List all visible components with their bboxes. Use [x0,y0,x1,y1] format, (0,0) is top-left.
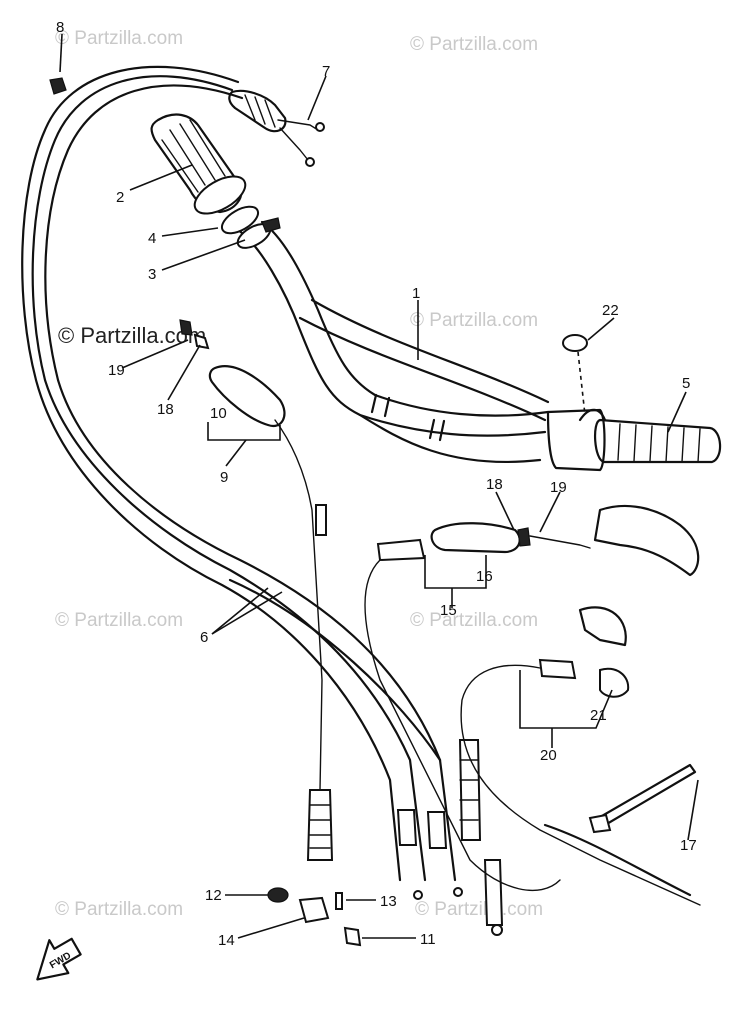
watermark: © Partzilla.com [55,28,183,49]
cable-ends [306,739,504,936]
callout-labels: 1 2 3 4 5 6 7 8 9 10 11 12 13 14 15 16 1… [56,19,697,949]
callout-9: 9 [220,469,228,486]
callout-2: 2 [116,189,124,206]
choke-cable [460,606,701,906]
callout-18-right: 18 [486,476,503,493]
right-grip-assembly [546,334,722,472]
callout-4: 4 [148,230,156,247]
handlebar [236,220,550,464]
watermark: © Partzilla.com [55,899,183,920]
callout-19-right: 19 [550,479,567,496]
switch-and-clip [49,77,325,167]
callout-12: 12 [205,887,222,904]
callout-6: 6 [200,629,208,646]
callout-5: 5 [682,375,690,392]
leader-lines [59,33,699,939]
callout-21: 21 [590,707,607,724]
callout-22: 22 [602,302,619,319]
callout-1: 1 [412,285,420,302]
cables [21,65,457,882]
callout-20: 20 [540,747,557,764]
callout-3: 3 [148,266,156,283]
cable-strap [588,763,697,834]
right-lever-cable [364,504,700,892]
watermark: © Partzilla.com [55,610,183,631]
callout-14: 14 [218,932,235,949]
fwd-arrow: FWD [36,937,82,981]
callout-11: 11 [420,931,436,948]
callout-17: 17 [680,837,697,854]
callout-19: 19 [108,362,125,379]
callout-7: 7 [322,63,330,80]
watermark: © Partzilla.com [415,899,543,920]
watermark: © Partzilla.com [410,610,538,631]
callout-8: 8 [56,19,64,36]
watermark: © Partzilla.com [410,310,538,331]
callout-13: 13 [380,893,397,910]
watermark: © Partzilla.com [410,34,538,55]
callout-18: 18 [157,401,174,418]
callout-16: 16 [476,568,493,585]
left-grip-assembly [150,113,281,249]
callout-15: 15 [440,602,457,619]
adjuster-fittings [267,887,362,947]
fwd-label: FWD [48,950,73,971]
left-cable-boot [179,319,327,791]
callout-10: 10 [210,405,227,422]
